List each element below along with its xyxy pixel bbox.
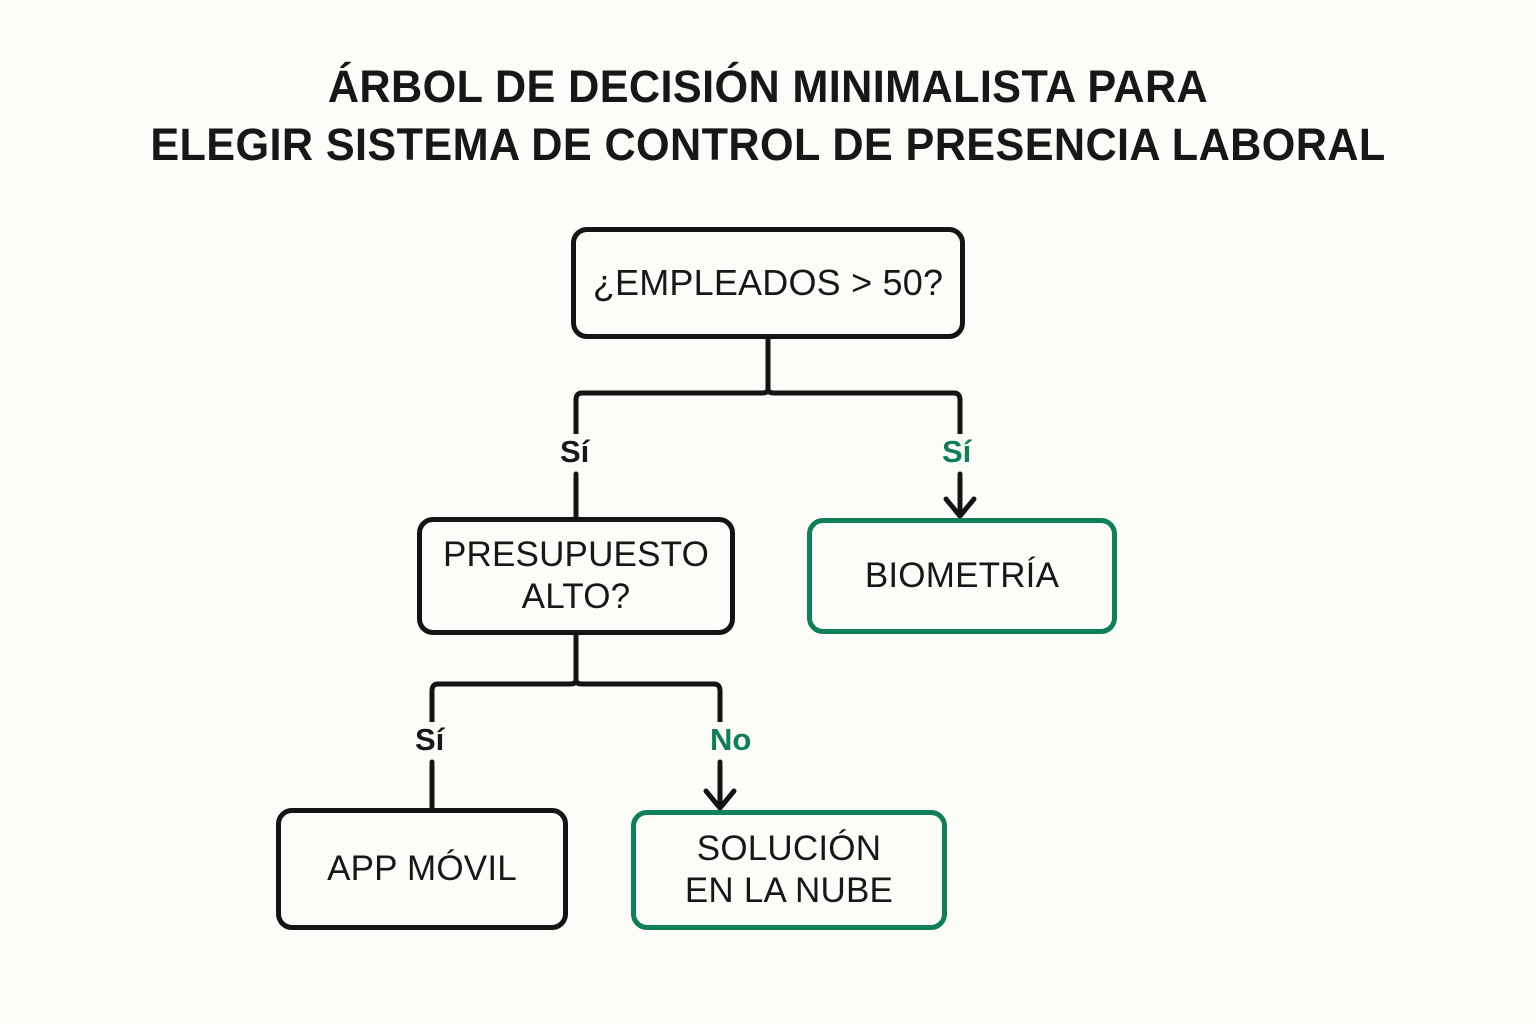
- edge-label-presupuesto-no: No: [705, 722, 757, 758]
- node-solucion-nube-outcome[interactable]: SOLUCIÓN EN LA NUBE: [631, 810, 947, 930]
- node-empleados-label: ¿EMPLEADOS > 50?: [592, 262, 944, 303]
- edge-root-to-presupuesto-top: [573, 382, 771, 440]
- node-app-movil-outcome[interactable]: APP MÓVIL: [276, 808, 568, 930]
- node-app-movil-label: APP MÓVIL: [327, 849, 517, 888]
- node-biometria-outcome[interactable]: BIOMETRÍA: [807, 518, 1117, 634]
- edge-root-to-biometria-top: [765, 382, 963, 440]
- node-biometria-label: BIOMETRÍA: [864, 556, 1060, 595]
- page-title-line-1: ÁRBOL DE DECISIÓN MINIMALISTA PARA: [327, 61, 1209, 112]
- node-empleados-decision[interactable]: ¿EMPLEADOS > 50?: [571, 227, 965, 339]
- page-title-line-2: ELEGIR SISTEMA DE CONTROL DE PRESENCIA L…: [150, 119, 1386, 170]
- node-presupuesto-decision[interactable]: PRESUPUESTO ALTO?: [417, 517, 735, 635]
- arrowhead-nube: [703, 788, 737, 811]
- page-title: ÁRBOL DE DECISIÓN MINIMALISTA PARA ELEGI…: [0, 58, 1536, 174]
- edge-label-root-yes-left: Sí: [555, 434, 595, 470]
- edge-label-presupuesto-yes: Sí: [410, 722, 450, 758]
- edge-label-root-yes-right: Sí: [937, 434, 977, 470]
- arrowhead-biometria: [943, 496, 977, 519]
- edge-presupuesto-to-nube-top: [573, 673, 723, 729]
- node-presupuesto-label: PRESUPUESTO ALTO?: [442, 535, 710, 616]
- edge-presupuesto-to-appmovil-top: [429, 673, 579, 729]
- node-solucion-nube-label: SOLUCIÓN EN LA NUBE: [684, 829, 894, 910]
